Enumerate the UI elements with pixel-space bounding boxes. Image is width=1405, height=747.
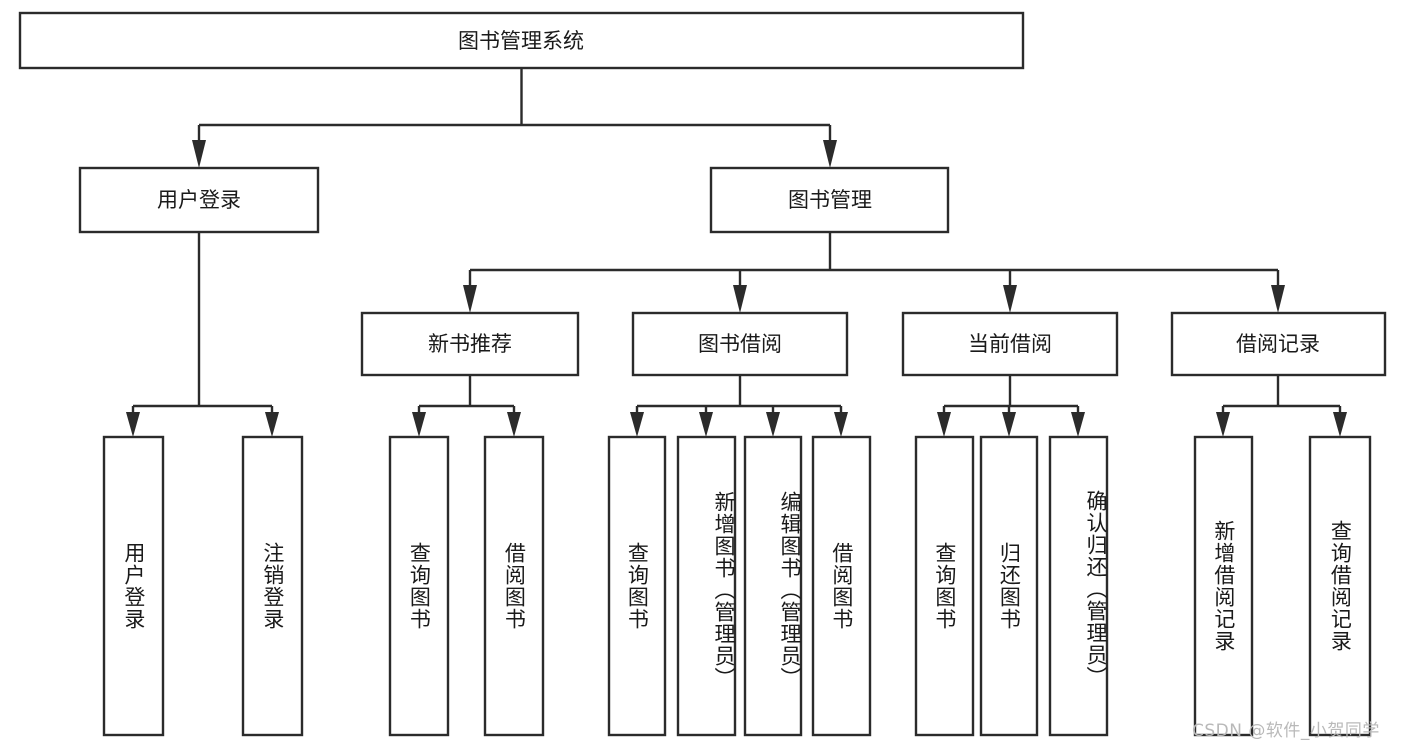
node-borrow-record[interactable] (1170, 311, 1387, 377)
arrow-head-icon (823, 140, 837, 168)
arrow-head-icon (699, 412, 713, 437)
node-leaf-borrow-book[interactable] (811, 435, 872, 737)
node-leaf-add-record[interactable] (1193, 435, 1254, 737)
arrow-head-icon (733, 285, 747, 313)
node-root[interactable] (18, 11, 1025, 70)
arrow-head-icon (937, 412, 951, 437)
node-leaf-user-logout[interactable] (241, 435, 304, 737)
arrow-head-icon (126, 412, 140, 437)
node-leaf-query-book-rec[interactable] (388, 435, 450, 737)
node-leaf-add-book[interactable] (676, 435, 737, 737)
node-user-login[interactable] (78, 166, 320, 234)
node-leaf-query-book-current[interactable] (914, 435, 975, 737)
connector-borrowrecord-to-leaves (1216, 375, 1347, 437)
node-new-book-rec[interactable] (360, 311, 580, 377)
arrow-head-icon (1216, 412, 1230, 437)
arrow-head-icon (1071, 412, 1085, 437)
arrow-head-icon (192, 140, 206, 168)
node-leaf-confirm-return[interactable] (1048, 435, 1109, 737)
connector-newbookrec-to-leaves (412, 375, 521, 437)
arrow-head-icon (463, 285, 477, 313)
node-book-borrow[interactable] (631, 311, 849, 377)
node-leaf-edit-book[interactable] (743, 435, 803, 737)
connector-root-to-level2 (192, 68, 837, 168)
connector-currentborrow-to-leaves (937, 375, 1085, 437)
connector-userlogin-to-leaves (126, 232, 279, 437)
node-leaf-query-record[interactable] (1308, 435, 1372, 737)
node-leaf-user-login[interactable] (102, 435, 165, 737)
node-leaf-return-book[interactable] (979, 435, 1039, 737)
arrow-head-icon (1003, 285, 1017, 313)
node-book-manage-label: 图书管理 (788, 188, 872, 212)
node-book-manage[interactable] (709, 166, 950, 234)
node-new-book-rec-label: 新书推荐 (428, 332, 512, 356)
arrow-head-icon (412, 412, 426, 437)
arrow-head-icon (766, 412, 780, 437)
node-user-login-label: 用户登录 (157, 188, 241, 212)
node-leaf-borrow-book-rec[interactable] (483, 435, 545, 737)
arrow-head-icon (1002, 412, 1016, 437)
node-leaf-query-book-borrow[interactable] (607, 435, 667, 737)
node-current-borrow[interactable] (901, 311, 1119, 377)
connector-bookmanage-to-level3 (463, 232, 1285, 313)
arrow-head-icon (265, 412, 279, 437)
arrow-head-icon (1271, 285, 1285, 313)
csdn-watermark: CSDN @软件_小贺同学 (1192, 721, 1380, 741)
node-book-borrow-label: 图书借阅 (698, 332, 782, 356)
node-root-label: 图书管理系统 (458, 29, 584, 53)
arrow-head-icon (1333, 412, 1347, 437)
node-borrow-record-label: 借阅记录 (1236, 332, 1320, 356)
node-current-borrow-label: 当前借阅 (968, 332, 1052, 356)
arrow-head-icon (630, 412, 644, 437)
arrow-head-icon (834, 412, 848, 437)
connector-bookborrow-to-leaves (630, 375, 848, 437)
arrow-head-icon (507, 412, 521, 437)
